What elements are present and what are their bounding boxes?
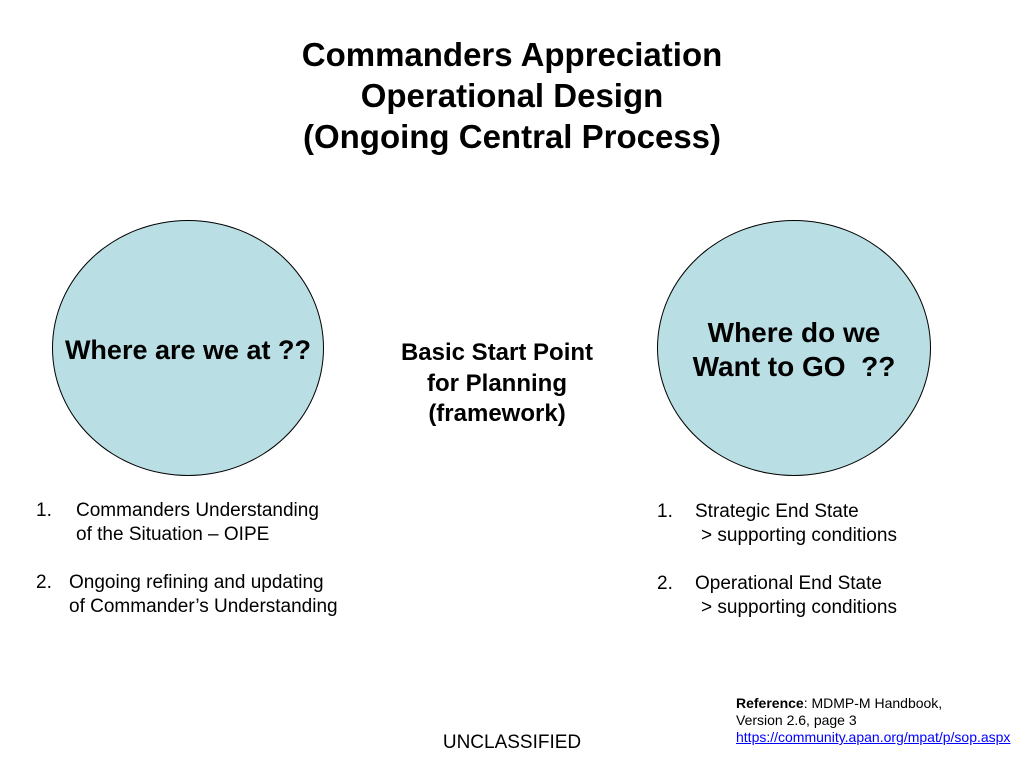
reference-source: : MDMP-M Handbook, (803, 695, 943, 711)
current-state-ellipse: Where are we at ?? (52, 220, 324, 476)
title-line-1: Commanders Appreciation (301, 36, 723, 73)
desired-state-line-1: Where do we (707, 317, 881, 348)
left-list-number-2: 2. (36, 572, 52, 593)
desired-state-ellipse: Where do we Want to GO ?? (657, 220, 931, 476)
left-list-number-1: 1. (36, 500, 52, 521)
right-list-item-1-line-1: Strategic End State (695, 501, 859, 522)
reference-link[interactable]: https://community.apan.org/mpat/p/sop.as… (736, 729, 1011, 745)
reference-label: Reference (736, 695, 804, 711)
right-list-item-2-line-2: > supporting conditions (701, 597, 897, 618)
title-line-3: (Ongoing Central Process) (302, 118, 722, 155)
desired-state-line-2: Want to GO ?? (692, 351, 896, 382)
right-list-item-2-line-1: Operational End State (695, 573, 882, 594)
center-caption-line-2: for Planning (427, 369, 567, 397)
right-list-number-1: 1. (657, 501, 673, 522)
reference-version: Version 2.6, page 3 (736, 712, 857, 728)
reference-line-1: Reference: MDMP-M Handbook, (736, 695, 1010, 712)
left-list-item-1-line-2: of the Situation – OIPE (76, 524, 270, 545)
center-caption-line-3: (framework) (428, 400, 566, 427)
center-caption-line-1: Basic Start Point (400, 339, 594, 366)
left-list-item-2-line-2: of Commander’s Understanding (69, 596, 338, 617)
title-line-2: Operational Design (360, 77, 664, 114)
reference-note: Reference: MDMP-M Handbook, Version 2.6,… (736, 695, 1010, 746)
slide-title: Commanders Appreciation Operational Desi… (112, 34, 912, 157)
current-state-label: Where are we at ?? (64, 335, 312, 365)
right-list-item-1-line-2: > supporting conditions (701, 525, 897, 546)
left-list-item-2-line-1: Ongoing refining and updating (69, 572, 324, 593)
center-caption: Basic Start Point for Planning (framewor… (387, 338, 607, 430)
left-list-item-1-line-1: Commanders Understanding (76, 500, 319, 521)
right-list-number-2: 2. (657, 573, 673, 594)
desired-state-label: Where do we Want to GO ?? (693, 312, 896, 384)
classification-label: UNCLASSIFIED (442, 732, 582, 753)
